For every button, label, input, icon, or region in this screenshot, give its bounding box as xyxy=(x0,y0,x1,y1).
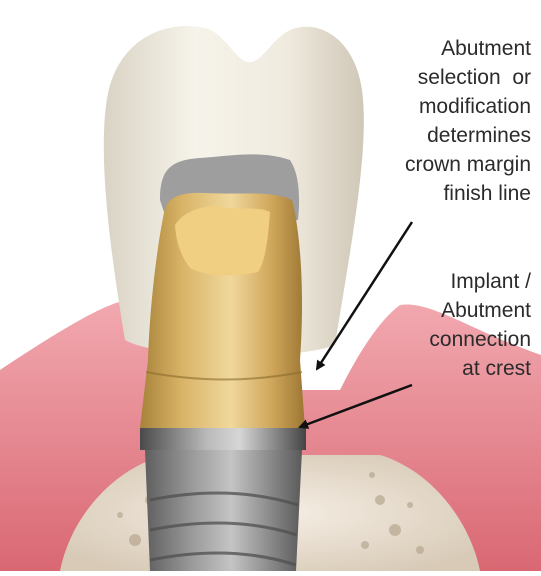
annotation-line: determines xyxy=(405,121,531,150)
annotation-line: selection or xyxy=(405,63,531,92)
annotation-line: Abutment xyxy=(429,296,531,325)
annotation-implant-connection: Implant / Abutment connection at crest xyxy=(429,267,531,383)
annotation-line: at crest xyxy=(429,354,531,383)
abutment-top-facet xyxy=(175,205,270,275)
implant-collar xyxy=(140,428,306,450)
annotation-abutment-selection: Abutment selection or modification deter… xyxy=(405,34,531,208)
annotation-line: finish line xyxy=(405,179,531,208)
annotation-line: Implant / xyxy=(429,267,531,296)
annotation-line: crown margin xyxy=(405,150,531,179)
annotation-line: Abutment xyxy=(405,34,531,63)
annotation-line: modification xyxy=(405,92,531,121)
annotation-line: connection xyxy=(429,325,531,354)
